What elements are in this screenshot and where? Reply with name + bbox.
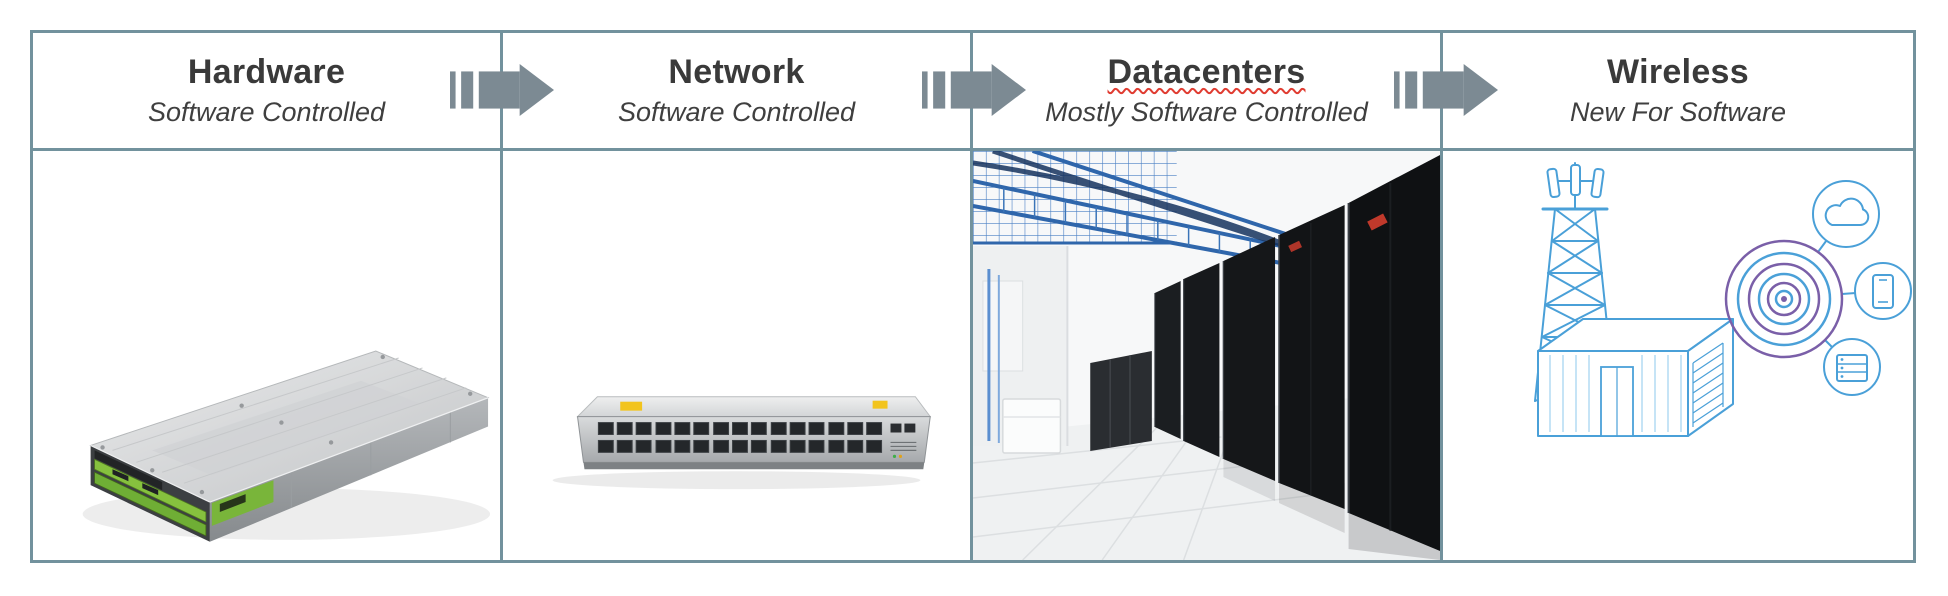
datacenter-aisle-photo — [973, 151, 1443, 560]
column-title-network: Network — [668, 52, 805, 91]
column-header-network: Network Software Controlled — [503, 33, 973, 151]
network-switch-illustration — [552, 396, 932, 490]
column-title-hardware: Hardware — [187, 52, 346, 91]
column-header-datacenters: Datacenters Mostly Software Controlled — [973, 33, 1443, 151]
column-subtitle-network: Software Controlled — [617, 96, 856, 127]
column-subtitle-datacenters: Mostly Software Controlled — [1045, 96, 1368, 127]
wireless-line-art — [1534, 162, 1912, 437]
column-subtitle-hardware: Software Controlled — [147, 96, 386, 127]
column-title-wireless: Wireless — [1607, 52, 1749, 91]
rack-server-photo — [33, 151, 503, 560]
flow-arrow-icon — [918, 64, 1030, 116]
wireless-network-illustration — [1443, 151, 1913, 560]
datacenter-aisle-illustration — [973, 151, 1440, 560]
column-subtitle-wireless: New For Software — [1569, 96, 1787, 127]
comparison-table: Hardware Software Controlled Network Sof… — [30, 30, 1916, 563]
flow-arrow-icon — [446, 64, 558, 116]
network-switch-photo — [503, 151, 973, 560]
column-title-datacenters: Datacenters — [1107, 52, 1306, 91]
flow-arrow-icon — [1390, 64, 1502, 116]
column-header-hardware: Hardware Software Controlled — [33, 33, 503, 151]
column-header-wireless: Wireless New For Software — [1443, 33, 1913, 151]
rack-server-illustration — [82, 350, 491, 542]
